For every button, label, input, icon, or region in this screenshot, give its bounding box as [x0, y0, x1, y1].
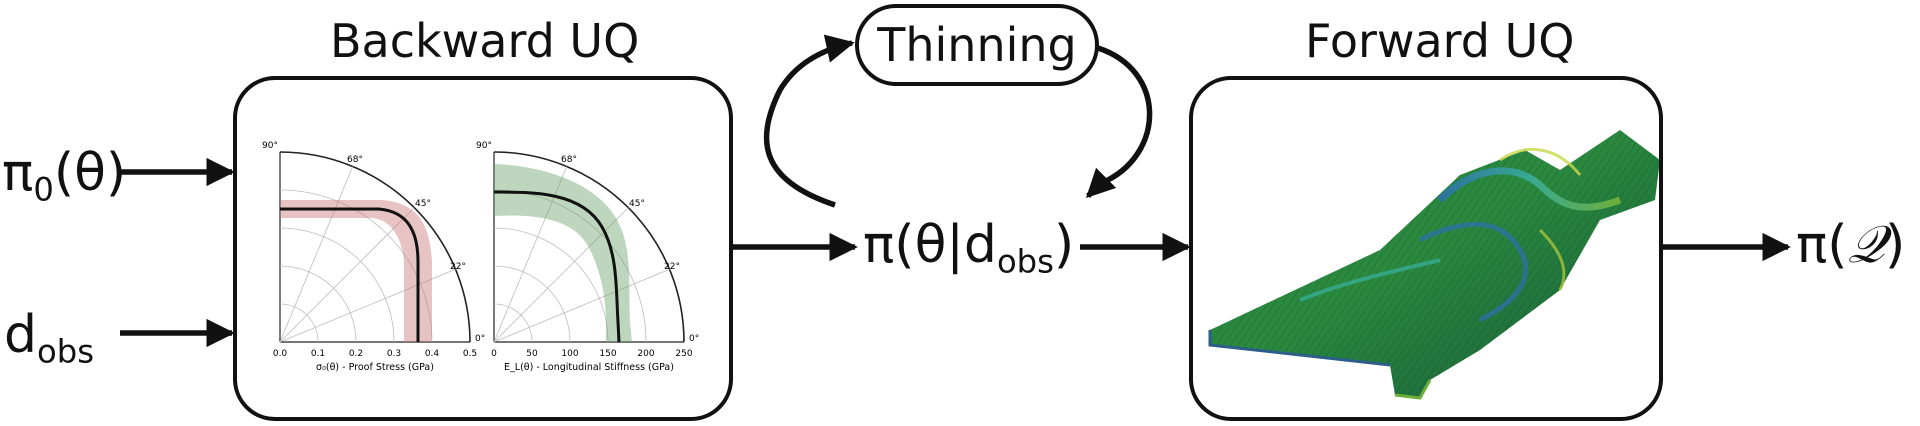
- tick-label: 100: [561, 349, 578, 359]
- prior-label: π0(θ): [2, 143, 127, 209]
- proof-stress-polar-plot: 90° 68° 45° 22° 0° 0.0 0.1 0.2 0.3 0.4 0…: [262, 141, 485, 373]
- tick-label: 0.2: [349, 349, 363, 359]
- backward-uq-title: Backward UQ: [330, 14, 640, 68]
- posterior-label: π(θ|dobs): [863, 215, 1075, 281]
- polar-grid-ray: [279, 166, 354, 343]
- polar-grid-ray: [279, 207, 415, 343]
- stiffness-mean-curve: [493, 190, 621, 343]
- angle-label: 90°: [262, 141, 278, 151]
- longitudinal-stiffness-polar-plot: 90° 68° 45° 22° 0° 0 50 100 150 200 250 …: [476, 141, 699, 373]
- thinning-node: Thinning: [855, 4, 1099, 86]
- tick-label: 250: [675, 349, 692, 359]
- angle-label: 0°: [689, 334, 699, 344]
- angle-label: 0°: [475, 334, 485, 344]
- tick-label: 0.5: [463, 349, 477, 359]
- x-axis-label: E_L(θ) - Longitudinal Stiffness (GPa): [504, 362, 674, 373]
- tick-label: 0.0: [273, 349, 288, 359]
- tick-label: 0.3: [387, 349, 401, 359]
- proof-stress-mean-curve: [280, 207, 420, 342]
- backward-uq-box: [233, 76, 733, 421]
- tick-label: 0.1: [311, 349, 325, 359]
- tick-label: 0.4: [425, 349, 440, 359]
- observed-data-label: dobs: [4, 305, 94, 371]
- forward-uq-box: [1189, 76, 1663, 421]
- polar-grid-ray: [279, 268, 456, 343]
- angle-label: 45°: [415, 199, 431, 209]
- angle-label: 22°: [450, 262, 466, 272]
- angle-label: 22°: [664, 262, 680, 272]
- thinning-label: Thinning: [877, 18, 1077, 72]
- polar-grid-ray: [493, 207, 629, 343]
- tick-label: 200: [637, 349, 654, 359]
- surface-mesh-image: [1208, 130, 1660, 400]
- polar-grid: [279, 166, 456, 343]
- tick-label: 0: [491, 349, 497, 359]
- stiffness-band: [494, 164, 632, 342]
- thinning-to-posterior-arrow: [1085, 45, 1153, 199]
- forward-uq-title: Forward UQ: [1305, 14, 1575, 68]
- angle-label: 68°: [347, 155, 363, 165]
- posterior-to-thinning-arrow: [763, 34, 855, 208]
- tick-label: 150: [599, 349, 616, 359]
- x-axis-label: σ₀(θ) - Proof Stress (GPa): [316, 362, 434, 373]
- tick-label: 50: [526, 349, 538, 359]
- angle-label: 90°: [476, 141, 492, 151]
- polar-grid-ray: [493, 268, 670, 343]
- output-distribution-label: π(𝒬): [1796, 215, 1906, 275]
- angle-label: 68°: [561, 155, 577, 165]
- angle-label: 45°: [629, 199, 645, 209]
